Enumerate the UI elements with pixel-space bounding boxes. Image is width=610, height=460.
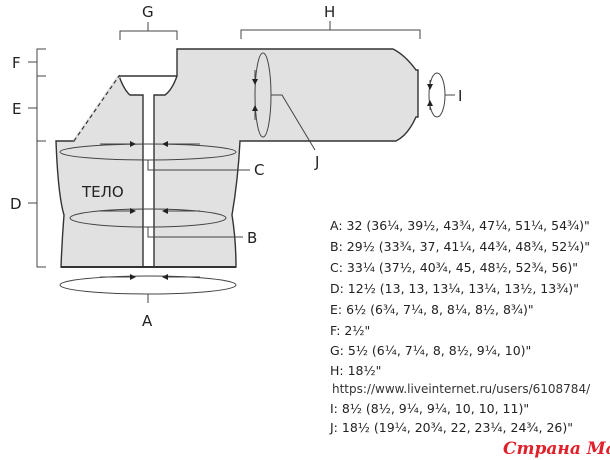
measurement-c: C: 33¼ (37½, 40¾, 45, 48½, 52¾, 56)" <box>330 260 579 275</box>
label-e: E <box>12 100 21 118</box>
site-logo: Страна Мам <box>503 439 610 459</box>
label-g: G <box>142 3 154 21</box>
measurement-h: H: 18½" <box>330 363 382 378</box>
leader-line <box>271 94 316 151</box>
measurement-e: E: 6½ (6¾, 7¼, 8, 8¼, 8½, 8¾)" <box>330 302 534 317</box>
label-j: J <box>314 153 319 171</box>
vertical-bracket <box>28 48 46 268</box>
measurement-d: D: 12½ (13, 13, 13¼, 13¼, 13½, 13¾)" <box>330 281 579 296</box>
garment-outline <box>55 74 144 268</box>
label-b: B <box>247 229 257 247</box>
cuff-ellipse <box>428 72 446 118</box>
h-bracket <box>240 21 421 39</box>
measurement-b: B: 29½ (33¾, 37, 41¼, 44¾, 48¾, 52¼)" <box>330 239 591 254</box>
measurement-i: I: 8½ (8½, 9¼, 9¼, 10, 10, 11)" <box>330 401 530 416</box>
measurement-a: A: 32 (36¼, 39½, 43¾, 47¼, 51¼, 54¾)" <box>330 218 590 233</box>
raglan-dashed-line <box>73 75 120 142</box>
hem-ellipse <box>59 275 237 295</box>
leader-line <box>147 160 250 171</box>
measurement-f: F: 2½" <box>330 323 371 338</box>
garment-right-panel <box>153 48 419 268</box>
label-d: D <box>10 195 22 213</box>
watermark-url: https://www.liveinternet.ru/users/610878… <box>332 382 591 396</box>
label-a: A <box>142 312 153 330</box>
label-i: I <box>458 87 462 105</box>
label-h: H <box>324 3 335 21</box>
measurement-g: G: 5½ (6¼, 7¼, 8, 8½, 9¼, 10)" <box>330 343 532 358</box>
leader-line <box>147 227 243 238</box>
body-label: ТЕЛО <box>81 183 124 201</box>
label-c: C <box>254 161 264 179</box>
measurement-j: J: 18½ (19¼, 20¾, 22, 23¼, 24¾, 26)" <box>330 420 573 435</box>
label-f: F <box>12 54 21 72</box>
g-bracket <box>119 22 178 40</box>
